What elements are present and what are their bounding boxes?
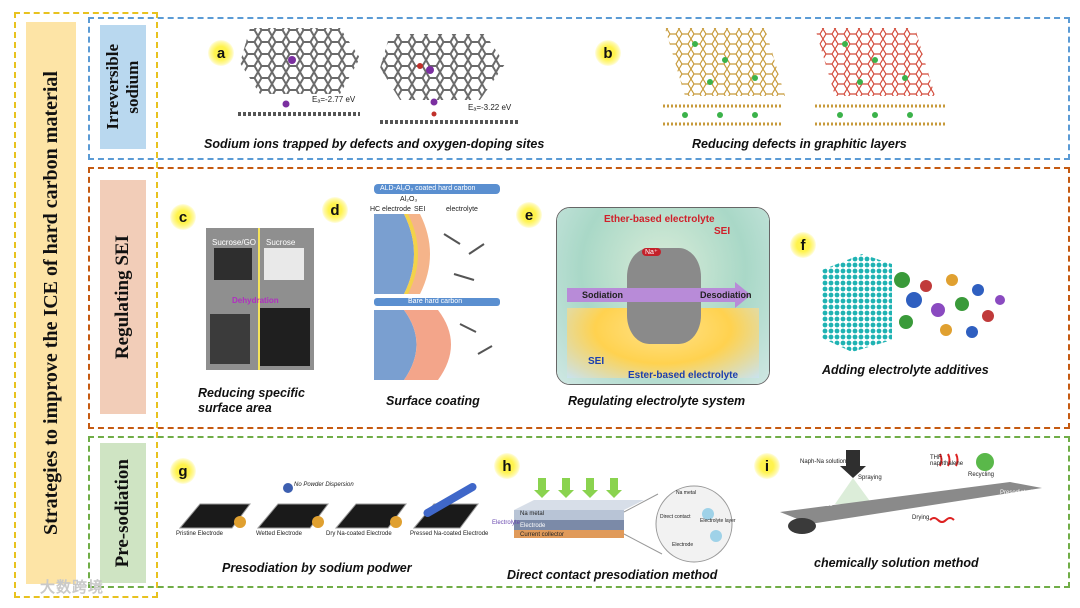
badge-g: g bbox=[170, 458, 196, 484]
naph-label: Naph-Na solution bbox=[800, 459, 847, 465]
title-panel: Strategies to improve the ICE of hard ca… bbox=[26, 22, 76, 584]
jar-right-label: Sucrose bbox=[266, 238, 296, 247]
caption-a: Sodium ions trapped by defects and oxyge… bbox=[204, 137, 545, 151]
drying-label: Drying bbox=[912, 515, 930, 521]
ester-label: Ester-based electrolyte bbox=[628, 370, 739, 381]
caption-b: Reducing defects in graphitic layers bbox=[692, 137, 907, 151]
ether-label: Ether-based electrolyte bbox=[604, 214, 715, 225]
panel-c-photo bbox=[206, 228, 314, 370]
panel-d-bottom-bar-label: Bare hard carbon bbox=[408, 298, 463, 305]
layer3-label: Current collector bbox=[520, 532, 565, 538]
panel-d-top-bar bbox=[374, 184, 500, 194]
tag-presodiation-label: Pre-sodiation bbox=[112, 458, 133, 568]
badge-a: a bbox=[208, 40, 234, 66]
tag-irreversible-line1: Irreversible bbox=[103, 44, 122, 130]
zoom4-label: Electrode bbox=[672, 542, 694, 548]
presodiated-label: Presodiated electrode bbox=[1000, 490, 1033, 502]
hc-electrode-label: HC electrode bbox=[370, 206, 411, 213]
sei-label-d: SEI bbox=[414, 206, 426, 213]
panel-i-graphic bbox=[780, 450, 1042, 534]
caption-f: Adding electrolyte additives bbox=[822, 363, 989, 377]
panel-b-graphic bbox=[663, 28, 945, 126]
badge-i: i bbox=[754, 453, 780, 479]
panel-g-graphic bbox=[178, 483, 479, 529]
panel-d-graphic bbox=[374, 214, 500, 380]
title-frame bbox=[14, 12, 158, 598]
tag-irreversible: Irreversible sodium bbox=[100, 25, 146, 149]
sei-top-label: SEI bbox=[714, 226, 731, 237]
recycling-label: Recycling bbox=[968, 472, 995, 478]
badge-c: c bbox=[170, 204, 196, 230]
main-title: Strategies to improve the ICE of hard ca… bbox=[39, 70, 62, 535]
panel-a-graphic bbox=[238, 28, 520, 124]
energy-label-1: Eₐ=-2.77 eV bbox=[312, 95, 356, 104]
section-presodiation bbox=[88, 436, 1070, 588]
badge-h: h bbox=[494, 453, 520, 479]
step1-label: Pristine Electrode bbox=[176, 531, 224, 537]
layer2-label: Electrode bbox=[520, 523, 546, 529]
section-irreversible bbox=[88, 17, 1070, 160]
dispersion-label: No Powder Dispersion bbox=[294, 482, 354, 488]
electrolyte-label-h: Electrolyte bbox=[492, 520, 521, 526]
spraying-label: Spraying bbox=[858, 475, 882, 481]
badge-f: f bbox=[790, 232, 816, 258]
jar-left-label: Sucrose/GO bbox=[212, 238, 257, 247]
panel-d-top-bar-label: ALD-Al₂O₃ coated hard carbon bbox=[380, 185, 476, 192]
desodiation-label: Desodiation bbox=[700, 290, 752, 300]
dehydration-label: Dehydration bbox=[232, 296, 279, 305]
thf-label: THF, naphthalene bbox=[930, 455, 964, 467]
badge-b: b bbox=[595, 40, 621, 66]
layer1-label: Na metal bbox=[520, 511, 545, 517]
section-sei bbox=[88, 167, 1070, 429]
caption-g: Presodiation by sodium podwer bbox=[222, 561, 412, 575]
zoom2-label: Direct contact bbox=[660, 514, 691, 520]
watermark: 大数跨境 bbox=[40, 579, 105, 596]
caption-c: Reducing specific surface area bbox=[198, 386, 305, 415]
caption-e: Regulating electrolyte system bbox=[568, 394, 746, 408]
na-ion-label: Na⁺ bbox=[642, 248, 661, 256]
step4-label: Pressed Na-coated Electrode bbox=[410, 531, 489, 537]
pristine-label: Pristine electrode bbox=[808, 496, 833, 508]
caption-i: chemically solution method bbox=[814, 556, 979, 570]
al2o3-label: Al₂O₃ bbox=[400, 196, 418, 203]
badge-e: e bbox=[516, 202, 542, 228]
badge-d: d bbox=[322, 197, 348, 223]
panel-h-graphic bbox=[514, 478, 733, 563]
tag-irreversible-line2: sodium bbox=[123, 60, 142, 114]
zoom3-label: Electrolyte layer bbox=[700, 518, 736, 524]
tag-presodiation: Pre-sodiation bbox=[100, 443, 146, 583]
caption-d: Surface coating bbox=[386, 394, 480, 408]
panel-f-graphic bbox=[822, 254, 1005, 352]
energy-label-2: Eₐ=-3.22 eV bbox=[468, 103, 512, 112]
zoom1-label: Na metal bbox=[676, 490, 697, 496]
panel-e-box bbox=[556, 207, 770, 385]
tag-sei-label: Regulating SEI bbox=[112, 234, 133, 360]
step2-label: Wetted Electrode bbox=[256, 531, 302, 537]
caption-h: Direct contact presodiation method bbox=[507, 568, 718, 582]
electrolyte-label-d: electrolyte bbox=[446, 206, 478, 213]
sodiation-label: Sodiation bbox=[582, 290, 623, 300]
step3-label: Dry Na-coated Electrode bbox=[326, 531, 392, 537]
tag-sei: Regulating SEI bbox=[100, 180, 146, 414]
sei-bottom-label: SEI bbox=[588, 356, 605, 367]
